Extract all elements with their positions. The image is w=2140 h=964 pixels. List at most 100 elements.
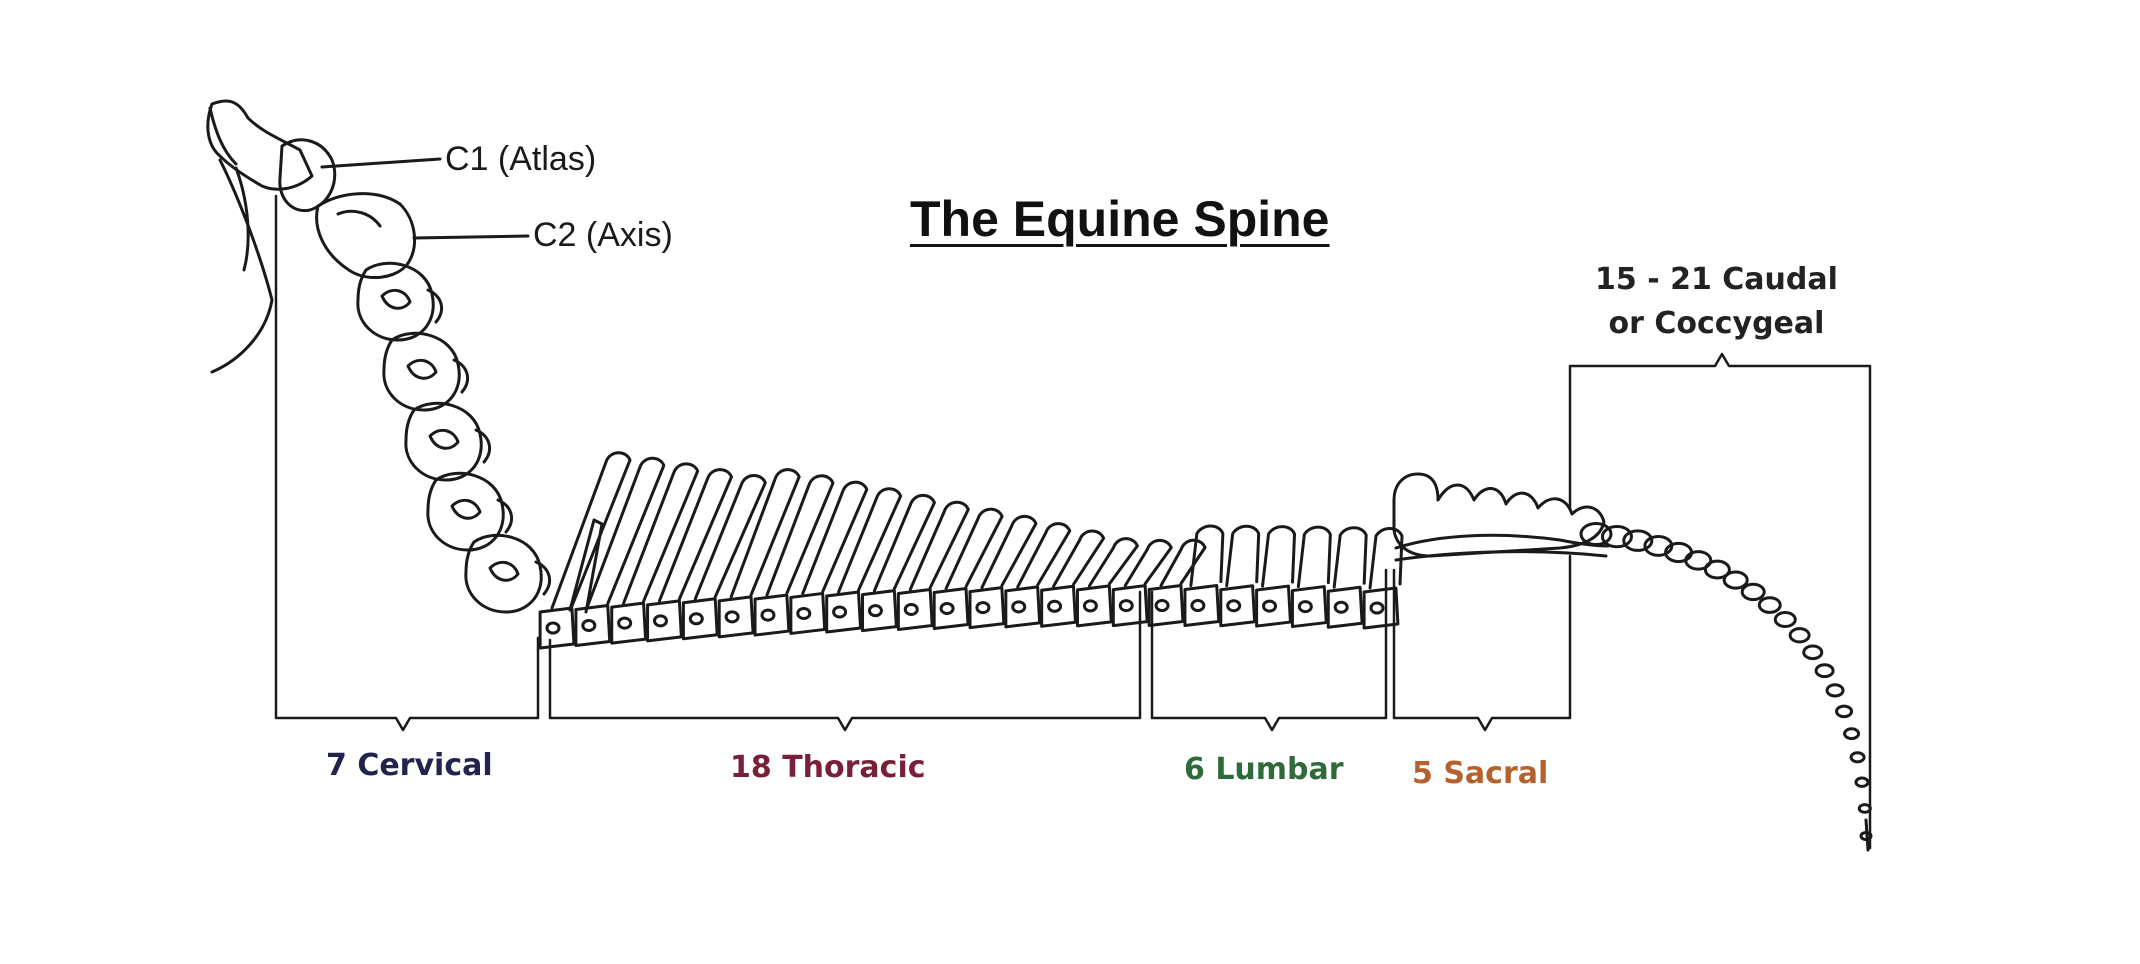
caudal-vertebra <box>1757 596 1782 614</box>
c1-atlas-label: C1 (Atlas) <box>445 140 597 178</box>
vertebral-foramen <box>1011 600 1027 614</box>
vertebral-foramen <box>688 612 704 626</box>
vertebral-body <box>681 597 719 641</box>
atlas-axis-vertebrae <box>278 138 417 280</box>
vertebral-body <box>789 591 827 635</box>
cervical-process <box>474 428 492 464</box>
cervical-process <box>496 498 514 534</box>
thoracic-spinous-process <box>1087 537 1139 588</box>
thoracic-spinous-process <box>872 493 936 593</box>
cervical-vertebra <box>356 261 435 342</box>
sacral-region-label: 5 Sacral <box>1412 756 1549 791</box>
cervical-vertebra <box>404 401 483 482</box>
thoracic-spinous-process <box>837 487 903 594</box>
caudal-vertebra <box>1740 582 1766 602</box>
vertebral-foramen <box>1118 599 1134 613</box>
lumbar-region-label: 6 Lumbar <box>1184 752 1344 787</box>
vertebral-body <box>968 586 1006 630</box>
thoracic-spinous-process <box>1052 529 1106 588</box>
cervical-vertebra <box>382 331 461 412</box>
caudal-bracket <box>1568 352 1872 850</box>
vertebral-body <box>1040 584 1077 628</box>
thoracic-spinous-process <box>801 480 869 595</box>
cervical-vertebra-canal <box>450 498 482 520</box>
vertebral-foramen <box>975 601 991 615</box>
vertebral-foramen <box>796 606 812 620</box>
vertebral-foramen <box>867 604 883 618</box>
cervical-vertebra-canal <box>428 428 460 450</box>
cervical-vertebra <box>426 471 505 552</box>
thoracic-spinous-process <box>693 474 767 601</box>
lumbar-spinous-process <box>1332 526 1368 589</box>
vertebral-foramen <box>1226 599 1242 613</box>
vertebral-body <box>753 593 791 637</box>
vertebral-foramen <box>832 605 848 619</box>
vertebral-foramen <box>1369 601 1385 615</box>
thoracic-region-label: 18 Thoracic <box>730 750 926 785</box>
lumbar-spinous-process <box>1296 525 1332 589</box>
lumbar-spinous-process <box>1225 524 1261 588</box>
vertebral-body <box>574 603 612 647</box>
vertebral-foramen <box>760 608 776 622</box>
vertebral-body <box>1147 584 1185 628</box>
caudal-label-line2: or Coccygeal <box>1608 306 1825 341</box>
caudal-vertebra <box>1773 611 1797 628</box>
vertebral-foramen <box>1154 599 1170 613</box>
vertebral-foramen <box>545 621 561 635</box>
vertebral-body <box>1326 585 1364 629</box>
vertebral-body <box>825 590 863 634</box>
caudal-vertebra <box>1788 627 1811 644</box>
caudal-vertebra <box>1802 644 1824 661</box>
caudal-vertebra <box>1854 776 1870 788</box>
thoracic-spinous-processes <box>550 451 1207 614</box>
thoracic-spinous-process <box>657 468 733 603</box>
sacrum-bone <box>1392 472 1610 562</box>
vertebral-foramen <box>724 610 740 624</box>
caudal-region-label: 15 - 21 Caudal or Coccygeal <box>1595 258 1838 346</box>
c2-leader-line <box>412 234 530 240</box>
vertebral-body <box>717 595 755 639</box>
caudal-vertebra <box>1849 751 1866 764</box>
sacral-bracket <box>1392 554 1572 732</box>
vertebral-foramen <box>1262 599 1278 613</box>
vertebral-foramen <box>1190 599 1206 613</box>
caudal-label-line1: 15 - 21 Caudal <box>1595 262 1838 297</box>
caudal-vertebra <box>1600 525 1633 549</box>
vertebral-body <box>861 589 898 633</box>
lumbar-spinous-process <box>1261 525 1297 588</box>
lumbar-spinous-process <box>1189 524 1225 588</box>
vertebral-foramen <box>617 616 633 630</box>
vertebral-body <box>1255 584 1292 628</box>
cervical-vertebra-canal <box>406 358 438 380</box>
skull-fragment <box>206 99 314 374</box>
thoracic-spinous-process <box>1016 522 1072 589</box>
vertebral-foramen <box>581 618 597 632</box>
vertebral-foramen <box>1333 600 1349 614</box>
thoracic-spinous-process <box>1159 538 1207 588</box>
thoracic-spinous-process <box>765 474 835 597</box>
vertebral-body <box>1183 584 1221 628</box>
caudal-vertebra <box>1857 803 1872 814</box>
vertebral-bodies-chain <box>538 584 1400 650</box>
thoracic-bracket <box>548 590 1142 732</box>
lumbar-bracket <box>1150 568 1388 732</box>
caudal-vertebra <box>1684 550 1713 571</box>
vertebral-body <box>896 587 934 631</box>
thoracic-spinous-process <box>550 451 632 610</box>
vertebral-body <box>1290 585 1328 629</box>
thoracic-first-spine <box>568 518 604 614</box>
c1-leader-line <box>320 157 442 169</box>
vertebral-body <box>646 599 683 643</box>
caudal-vertebra <box>1835 704 1854 719</box>
region-brackets <box>274 194 1872 850</box>
caudal-vertebra <box>1622 529 1654 552</box>
caudal-vertebra <box>1814 663 1835 679</box>
cervical-region-label: 7 Cervical <box>326 748 493 783</box>
vertebral-body <box>1004 585 1042 629</box>
caudal-vertebra <box>1722 570 1749 590</box>
cervical-vertebra-canal <box>488 560 520 582</box>
vertebral-body <box>538 606 576 650</box>
vertebral-foramen <box>903 602 919 616</box>
